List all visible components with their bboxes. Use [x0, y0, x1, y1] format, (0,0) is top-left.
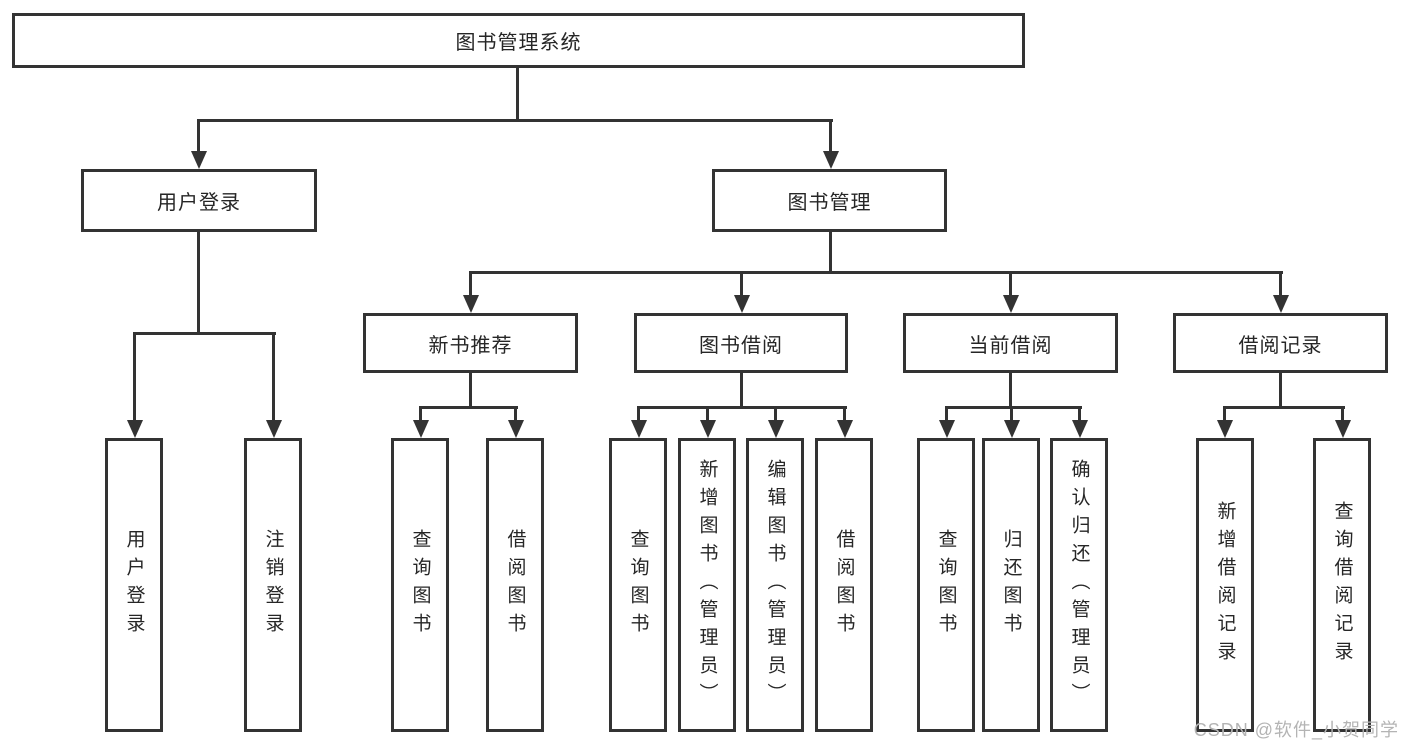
node-label: 当前借阅 [968, 334, 1053, 357]
node-label: 新书推荐 [428, 334, 513, 357]
arrow-down-icon [462, 295, 479, 313]
leaf-label: 查询图书 [409, 529, 431, 641]
connector-hline-borrow-records [1223, 406, 1345, 409]
node-current-borrow: 当前借阅 [903, 313, 1118, 373]
arrow-down-icon [1216, 420, 1233, 438]
leaf-user-login: 用户登录 [105, 438, 163, 732]
leaf-query-borrow-record: 查询借阅记录 [1313, 438, 1371, 732]
arrow-down-icon [733, 295, 750, 313]
arrow-down-icon [699, 420, 716, 438]
arrow-down-icon [1071, 420, 1088, 438]
connector-drop [938, 406, 955, 438]
leaf-return-book: 归还图书 [982, 438, 1040, 732]
node-new-book-recommend: 新书推荐 [363, 313, 578, 373]
connector-drop-user-login [190, 119, 207, 169]
leaf-edit-book-admin: 编辑图书（管理员） [746, 438, 804, 732]
connector-drop [767, 406, 784, 438]
leaf-query-books-borrow: 查询图书 [609, 438, 667, 732]
arrow-down-icon [1003, 420, 1020, 438]
leaf-add-borrow-record: 新增借阅记录 [1196, 438, 1254, 732]
connector-hline-user-login [133, 332, 276, 335]
leaf-logout: 注销登录 [244, 438, 302, 732]
connector-drop-leaf-login [126, 332, 143, 438]
arrow-down-icon [412, 420, 429, 438]
connector-drop-new-book-recommend [462, 271, 479, 313]
leaf-label: 借阅图书 [504, 529, 526, 641]
connector-vline-current-borrow [1009, 373, 1012, 409]
arrow-down-icon [1002, 295, 1019, 313]
connector-vline-new-book-recommend [469, 373, 472, 409]
connector-vline-book-management [829, 232, 832, 274]
connector-drop-borrow-records [1272, 271, 1289, 313]
node-label: 图书借阅 [699, 334, 783, 357]
leaf-label: 确认归还（管理员） [1068, 459, 1090, 711]
node-book-borrow: 图书借阅 [634, 313, 848, 373]
leaf-label: 新增借阅记录 [1214, 501, 1236, 669]
connector-hline-current-borrow [945, 406, 1082, 409]
node-label: 图书管理系统 [455, 32, 582, 54]
connector-hline-book-management [469, 271, 1283, 274]
connector-drop-book-management [822, 119, 839, 169]
leaf-add-book-admin: 新增图书（管理员） [678, 438, 736, 732]
arrow-down-icon [1272, 295, 1289, 313]
arrow-down-icon [822, 151, 839, 169]
leaf-label: 注销登录 [262, 529, 284, 641]
leaf-query-books-recommend: 查询图书 [391, 438, 449, 732]
leaf-confirm-return-admin: 确认归还（管理员） [1050, 438, 1108, 732]
leaf-label: 用户登录 [123, 529, 145, 641]
watermark-text: CSDN @软件_小贺同学 [1193, 720, 1399, 740]
leaf-label: 新增图书（管理员） [696, 459, 718, 711]
leaf-label: 查询图书 [935, 529, 957, 641]
leaf-label: 归还图书 [1000, 529, 1022, 641]
leaf-label: 借阅图书 [833, 529, 855, 641]
node-label: 图书管理 [787, 192, 872, 214]
connector-drop [412, 406, 429, 438]
connector-drop [699, 406, 716, 438]
leaf-label: 查询借阅记录 [1331, 501, 1353, 669]
arrow-down-icon [126, 420, 143, 438]
connector-vline-borrow-records [1279, 373, 1282, 409]
leaf-label: 编辑图书（管理员） [764, 459, 786, 711]
connector-hline-book-borrow [637, 406, 847, 409]
node-library-system-root: 图书管理系统 [12, 13, 1025, 68]
connector-drop-leaf-logout [265, 332, 282, 438]
connector-hline-new-book-recommend [419, 406, 518, 409]
arrow-down-icon [938, 420, 955, 438]
node-borrow-records: 借阅记录 [1173, 313, 1388, 373]
arrow-down-icon [190, 151, 207, 169]
arrow-down-icon [265, 420, 282, 438]
connector-vline-root [516, 68, 519, 122]
connector-hline-root [197, 119, 833, 122]
node-user-login: 用户登录 [81, 169, 317, 232]
arrow-down-icon [767, 420, 784, 438]
node-label: 借阅记录 [1238, 334, 1323, 357]
connector-drop [836, 406, 853, 438]
leaf-borrow-books-borrow: 借阅图书 [815, 438, 873, 732]
leaf-borrow-books-recommend: 借阅图书 [486, 438, 544, 732]
node-book-management: 图书管理 [712, 169, 947, 232]
connector-vline-user-login [197, 232, 200, 335]
connector-drop [1216, 406, 1233, 438]
connector-drop-current-borrow [1002, 271, 1019, 313]
leaf-query-books-current: 查询图书 [917, 438, 975, 732]
connector-vline-book-borrow [740, 373, 743, 409]
node-label: 用户登录 [157, 192, 241, 214]
connector-drop [630, 406, 647, 438]
connector-drop [1003, 406, 1020, 438]
connector-drop [1071, 406, 1088, 438]
arrow-down-icon [507, 420, 524, 438]
connector-drop [1334, 406, 1351, 438]
arrow-down-icon [836, 420, 853, 438]
arrow-down-icon [1334, 420, 1351, 438]
arrow-down-icon [630, 420, 647, 438]
connector-drop-book-borrow [733, 271, 750, 313]
leaf-label: 查询图书 [627, 529, 649, 641]
connector-drop [507, 406, 524, 438]
